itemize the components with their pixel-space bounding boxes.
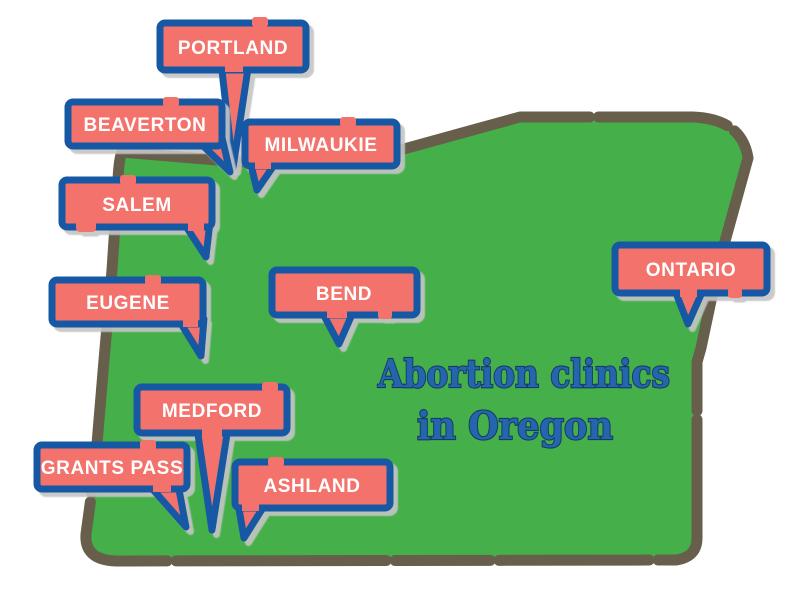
label-ashland: ASHLAND bbox=[231, 457, 394, 542]
label-bend: BEND bbox=[268, 266, 421, 348]
label-text: EUGENE bbox=[86, 293, 170, 314]
border-notch bbox=[145, 275, 161, 285]
tail-junction bbox=[242, 501, 259, 511]
tail-junction bbox=[183, 317, 198, 327]
label-box bbox=[48, 276, 207, 328]
border-notch bbox=[268, 457, 284, 467]
border-notch bbox=[728, 288, 742, 298]
border-notch bbox=[140, 440, 156, 450]
label-salem: SALEM bbox=[58, 175, 216, 261]
border-notch bbox=[76, 220, 96, 232]
page-title: Abortion clinics in Oregon bbox=[376, 350, 671, 449]
label-text: PORTLAND bbox=[178, 38, 288, 59]
title-line-2: in Oregon bbox=[417, 403, 613, 448]
tail-junction bbox=[680, 286, 697, 297]
tail-junction bbox=[255, 159, 271, 169]
label-text: GRANTS PASS bbox=[41, 458, 183, 479]
label-text: MILWAUKIE bbox=[264, 135, 377, 156]
border-notch bbox=[163, 97, 179, 107]
label-box bbox=[58, 176, 216, 231]
border-notch bbox=[378, 309, 392, 319]
label-beaverton: BEAVERTON bbox=[64, 97, 234, 176]
label-grants-pass: GRANTS PASS bbox=[33, 440, 191, 531]
label-box bbox=[64, 98, 226, 150]
label-box bbox=[231, 458, 394, 512]
label-text: MEDFORD bbox=[162, 401, 262, 422]
title-line-1: Abortion clinics bbox=[377, 351, 670, 396]
tail-junction bbox=[202, 426, 222, 437]
border-notch bbox=[120, 175, 136, 185]
tail-junction bbox=[327, 308, 347, 318]
border-notch bbox=[340, 117, 356, 127]
tail-junction bbox=[225, 60, 243, 72]
label-text: SALEM bbox=[102, 195, 172, 216]
tail-junction bbox=[188, 220, 204, 231]
label-ontario: ONTARIO bbox=[611, 241, 771, 328]
border-notch bbox=[252, 17, 268, 27]
label-text: BEND bbox=[316, 284, 372, 305]
label-text: ONTARIO bbox=[646, 260, 736, 281]
label-eugene: EUGENE bbox=[48, 275, 208, 360]
label-portland: PORTLAND bbox=[156, 17, 310, 172]
label-box bbox=[241, 118, 401, 170]
label-text: BEAVERTON bbox=[84, 115, 207, 136]
label-milwaukie: MILWAUKIE bbox=[241, 117, 401, 194]
label-box bbox=[33, 441, 191, 493]
tail-junction bbox=[153, 482, 171, 492]
border-notch bbox=[262, 382, 278, 392]
label-medford: MEDFORD bbox=[133, 382, 291, 534]
label-text: ASHLAND bbox=[263, 476, 360, 497]
